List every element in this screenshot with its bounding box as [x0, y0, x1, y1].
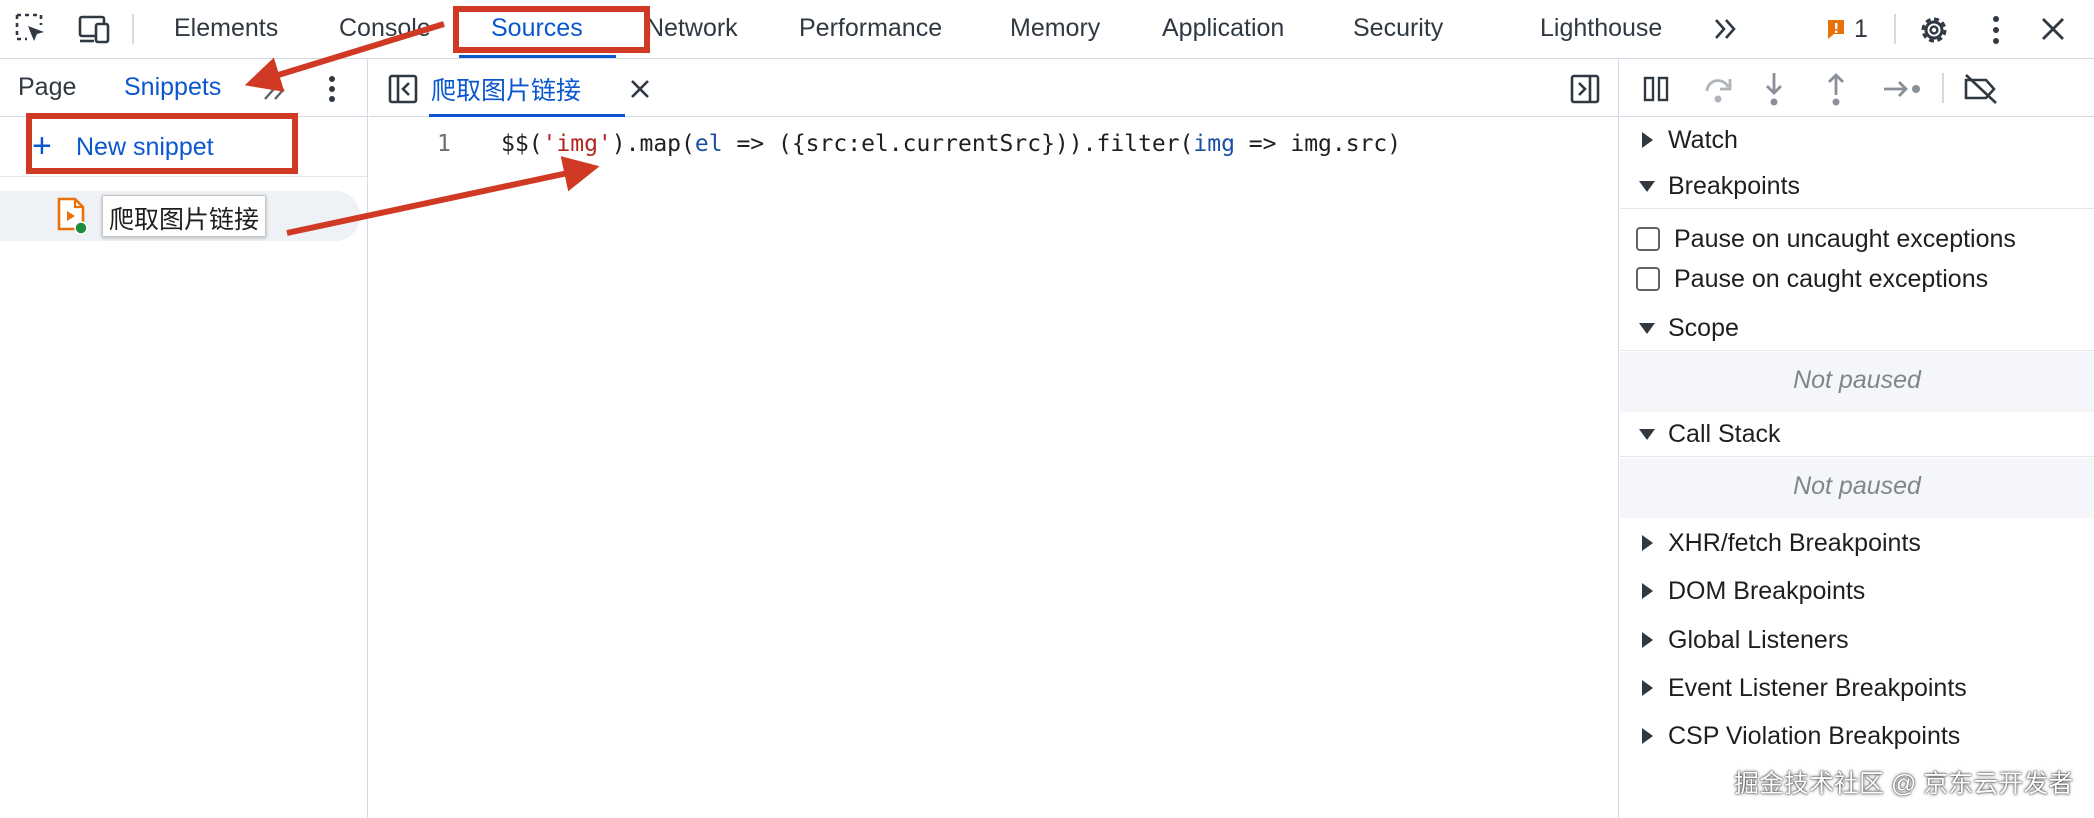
toolbar-separator: [132, 14, 134, 44]
step-over-icon[interactable]: [1702, 73, 1736, 105]
snippet-file-icon: [57, 197, 88, 235]
code-token: $$(: [501, 131, 543, 157]
section-label: XHR/fetch Breakpoints: [1668, 529, 1921, 557]
call-stack-status-text: Not paused: [1793, 472, 1921, 500]
toggle-navigator-icon[interactable]: [387, 73, 419, 105]
event-listener-breakpoints-section[interactable]: Event Listener Breakpoints: [1620, 665, 2094, 711]
debugger-sidebar: Watch Breakpoints Pause on uncaught exce…: [1620, 59, 2094, 818]
issues-counter[interactable]: 1: [1826, 15, 1876, 44]
tab-sources[interactable]: Sources: [491, 14, 583, 42]
collapse-triangle-icon: [1639, 429, 1655, 440]
toolbar-separator: [1942, 73, 1944, 103]
section-label: Call Stack: [1668, 420, 1781, 448]
step-into-icon[interactable]: [1762, 71, 1786, 107]
expand-triangle-icon: [1642, 583, 1653, 599]
expand-triangle-icon: [1642, 728, 1653, 744]
code-token-variable: img: [1193, 131, 1235, 157]
navigator-menu-icon[interactable]: [322, 73, 342, 105]
debugger-toolbar: [1620, 59, 2094, 117]
new-snippet-label: New snippet: [76, 133, 214, 161]
tab-performance[interactable]: Performance: [799, 14, 943, 42]
navigator-divider: [0, 176, 367, 177]
xhr-breakpoints-section[interactable]: XHR/fetch Breakpoints: [1620, 520, 2094, 566]
pause-caught-option[interactable]: Pause on caught exceptions: [1620, 259, 2094, 299]
tab-snippets[interactable]: Snippets: [124, 73, 222, 101]
section-label: Watch: [1668, 126, 1738, 154]
snippet-name-input[interactable]: 爬取图片链接: [102, 195, 267, 237]
expand-triangle-icon: [1642, 535, 1653, 551]
section-label: Breakpoints: [1668, 172, 1801, 200]
section-label: CSP Violation Breakpoints: [1668, 722, 1961, 750]
editor-panel: 爬取图片链接 1 $$('img').map(el => ({src:el.cu…: [369, 59, 1619, 818]
scope-status-text: Not paused: [1793, 366, 1921, 394]
inspect-element-icon[interactable]: [14, 12, 48, 46]
code-token-variable: el: [694, 131, 723, 157]
dom-breakpoints-section[interactable]: DOM Breakpoints: [1620, 568, 2094, 614]
global-listeners-section[interactable]: Global Listeners: [1620, 617, 2094, 663]
active-file-indicator: [429, 114, 625, 117]
tab-lighthouse[interactable]: Lighthouse: [1540, 14, 1663, 42]
tab-elements[interactable]: Elements: [174, 14, 279, 42]
call-stack-status: Not paused: [1620, 458, 2094, 518]
breakpoints-section[interactable]: Breakpoints: [1620, 163, 2094, 209]
scope-status: Not paused: [1620, 352, 2094, 412]
tab-network[interactable]: Network: [646, 14, 738, 42]
deactivate-breakpoints-icon[interactable]: [1962, 73, 2000, 105]
line-number: 1: [437, 131, 451, 157]
more-options-icon[interactable]: [1986, 12, 2006, 48]
annotation-box-sources-tab: [453, 6, 650, 53]
section-label: Scope: [1668, 314, 1739, 342]
more-navigator-tabs-icon[interactable]: [262, 79, 290, 101]
devtools-toolbar: Elements Console Sources Network Perform…: [0, 0, 2094, 59]
tab-console[interactable]: Console: [339, 14, 431, 42]
tab-memory[interactable]: Memory: [1010, 14, 1101, 42]
more-tabs-icon[interactable]: [1712, 16, 1742, 42]
close-icon[interactable]: [2038, 14, 2068, 44]
tab-open-file[interactable]: 爬取图片链接: [431, 77, 582, 105]
section-label: Event Listener Breakpoints: [1668, 674, 1967, 702]
active-tab-indicator: [459, 55, 616, 58]
expand-triangle-icon: [1642, 680, 1653, 696]
section-label: Global Listeners: [1668, 626, 1849, 654]
toggle-debugger-icon[interactable]: [1569, 73, 1601, 105]
toolbar-separator: [1894, 14, 1896, 44]
navigator-header: Page Snippets: [0, 59, 367, 117]
issues-count: 1: [1854, 15, 1868, 43]
device-toolbar-icon[interactable]: [76, 12, 112, 46]
pause-icon[interactable]: [1642, 75, 1672, 103]
code-token: => ({src:el.currentSrc})).filter(: [722, 131, 1194, 157]
code-line[interactable]: 1 $$('img').map(el => ({src:el.currentSr…: [369, 127, 1619, 163]
expand-triangle-icon: [1642, 132, 1653, 148]
watermark: 掘金技术社区 @ 京东云开发者: [1734, 770, 2074, 798]
tab-page[interactable]: Page: [18, 73, 77, 101]
tab-application[interactable]: Application: [1162, 14, 1285, 42]
plus-icon: +: [32, 127, 52, 165]
pause-uncaught-checkbox[interactable]: [1636, 227, 1660, 251]
code-token-string: 'img': [542, 131, 612, 157]
issues-icon: [1828, 20, 1844, 39]
tab-security[interactable]: Security: [1353, 14, 1444, 42]
editor-tabbar: 爬取图片链接: [369, 59, 1619, 117]
section-label: DOM Breakpoints: [1668, 577, 1866, 605]
step-out-icon[interactable]: [1824, 71, 1848, 107]
settings-icon[interactable]: [1916, 12, 1952, 48]
collapse-triangle-icon: [1639, 181, 1655, 192]
close-tab-icon[interactable]: [628, 77, 652, 101]
watch-section[interactable]: Watch: [1620, 117, 2094, 163]
code-token: ).map(: [611, 131, 695, 157]
call-stack-section[interactable]: Call Stack: [1620, 411, 2094, 457]
pause-caught-label: Pause on caught exceptions: [1674, 265, 1989, 293]
csp-violation-breakpoints-section[interactable]: CSP Violation Breakpoints: [1620, 713, 2094, 759]
pause-caught-checkbox[interactable]: [1636, 267, 1660, 291]
scope-section[interactable]: Scope: [1620, 305, 2094, 351]
expand-triangle-icon: [1642, 632, 1653, 648]
snippet-item[interactable]: 爬取图片链接: [0, 191, 360, 241]
pause-uncaught-label: Pause on uncaught exceptions: [1674, 225, 2016, 253]
pause-uncaught-option[interactable]: Pause on uncaught exceptions: [1620, 219, 2094, 259]
step-icon[interactable]: [1882, 77, 1924, 101]
code-token: => img.src): [1234, 131, 1402, 157]
annotation-box-new-snippet: [26, 113, 298, 174]
collapse-triangle-icon: [1639, 323, 1655, 334]
code-text[interactable]: $$('img').map(el => ({src:el.currentSrc}…: [501, 131, 1401, 157]
